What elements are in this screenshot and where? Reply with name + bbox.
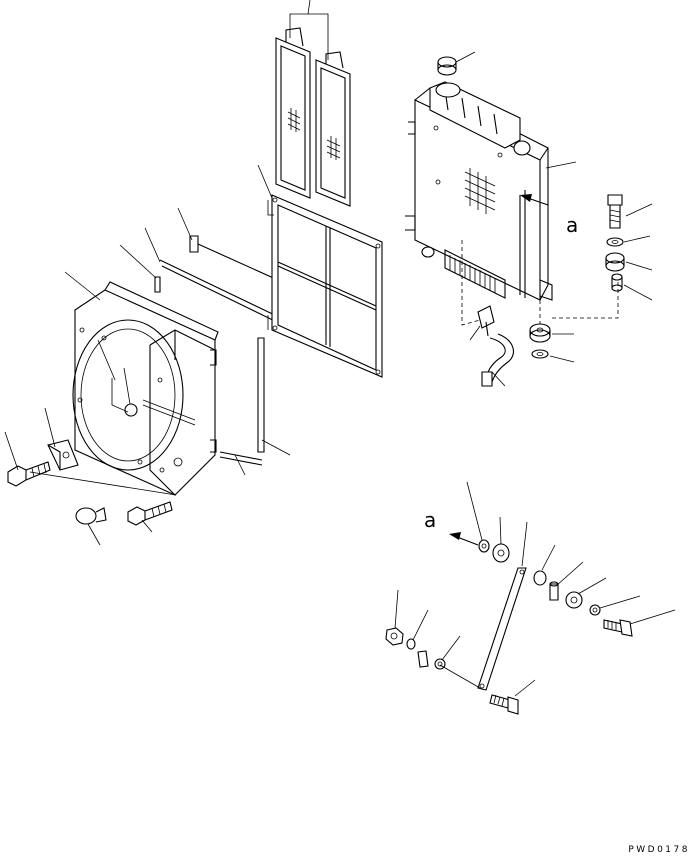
ref-letter-lower: a [424,508,436,532]
phantom-line-drain [461,240,481,326]
washer-lower [531,349,549,359]
leader-lines [4,0,676,697]
radiator-cap [437,56,457,76]
fan-shroud [72,281,219,496]
radiator-tank [429,81,531,156]
plug-cap [75,507,107,525]
cushion-stay-2 [533,570,547,586]
washer-stay-left-2 [434,658,446,670]
phantom-line-bolt [552,282,619,319]
ref-letter-upper: a [566,213,578,237]
drain-hose [481,333,514,387]
cushion-radiator [605,252,625,272]
filter-screen-2 [315,51,351,207]
collar-stay [549,581,559,601]
drawing-code: PWD0178 [628,845,690,855]
cushion-lower [529,323,551,343]
washer-stay-left [406,638,416,650]
bolt-stay-bottom [489,694,519,715]
cushion-stay-1 [492,543,510,563]
filter-screen-1 [275,27,311,199]
drain-cock [477,305,495,337]
washer-stay-1 [478,539,490,553]
collar-radiator [611,273,623,292]
arrow-lower [449,532,479,546]
screen-frame [267,194,383,378]
stay-rod [477,567,527,691]
bolt-radiator [607,194,623,229]
bolt-shroud-bottom [127,501,173,526]
mount-bracket [47,439,79,471]
arrow-upper [520,194,549,206]
cushion-stay-3 [565,591,583,609]
bolt-shroud-left [7,461,51,487]
washer-radiator-1 [606,237,624,247]
collar-stay-left [417,650,429,668]
washer-stay-2 [589,604,601,616]
nut-stay-left [385,627,404,646]
bolt-stay-right [603,619,633,637]
